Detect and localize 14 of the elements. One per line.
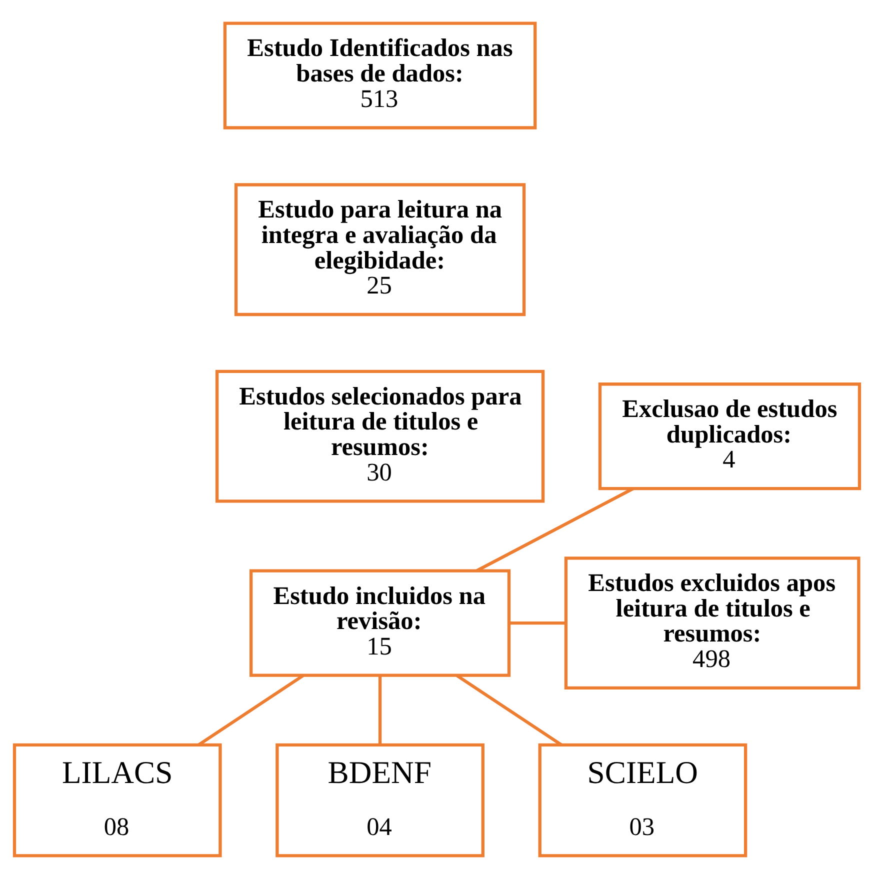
node-box: Estudos excluidos apos leitura de titulos e resumos: 498 — [564, 556, 860, 690]
node-box: Estudos selecionados para leitura de titulos e resumos: 30 — [215, 370, 545, 503]
connector — [509, 621, 566, 625]
node-box: BDENF 04 — [276, 743, 484, 858]
node-box: LILACS 08 — [12, 743, 222, 858]
connector — [456, 674, 562, 746]
connector — [476, 487, 634, 572]
node-box: Exclusao de estudos duplicados: 4 — [598, 382, 862, 490]
node-box: Estudo Identificados nas bases de dados: 513 — [223, 22, 537, 130]
node-box: Estudo incluidos na revisão: 15 — [249, 569, 511, 677]
connector — [198, 674, 304, 746]
connector — [378, 675, 382, 744]
node-box: SCIELO 03 — [538, 743, 748, 858]
node-box: Estudo para leitura na integra e avaliação da elegibidade: 25 — [234, 183, 526, 316]
